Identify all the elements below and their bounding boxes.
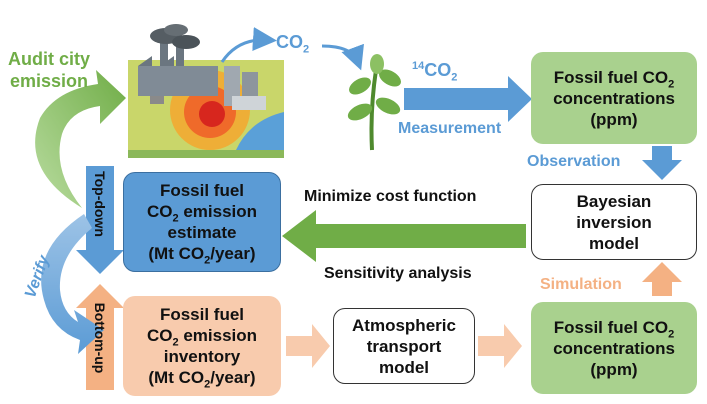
sensitivity-label: Sensitivity analysis xyxy=(324,265,472,282)
obs-line3: (ppm) xyxy=(590,109,638,129)
audit-arrow xyxy=(35,70,127,208)
emission-to-co2-arrow xyxy=(220,27,277,63)
minimize-arrow xyxy=(282,210,526,262)
emission-inventory-box: Fossil fuel CO2 emission inventory (Mt C… xyxy=(123,296,281,396)
bayes-line1: Bayesian xyxy=(576,191,652,211)
tr-line3: model xyxy=(378,357,430,377)
obs-line1: Fossil fuel CO xyxy=(553,67,669,87)
observation-label: Observation xyxy=(527,153,621,170)
city-illustration xyxy=(124,24,284,158)
top-down-label: Top-down xyxy=(92,171,108,237)
measurement-label: Measurement xyxy=(398,120,502,137)
bayesian-model-box: Bayesian inversion model xyxy=(531,184,697,260)
transport-to-simulation-arrow xyxy=(478,324,522,368)
audit-label: Audit city emission xyxy=(8,49,91,91)
inventory-to-transport-arrow xyxy=(286,324,330,368)
inv-line3: inventory xyxy=(163,347,241,366)
simulation-arrow xyxy=(642,262,682,296)
co2-to-plant-arrow xyxy=(321,43,364,71)
transport-model-box: Atmospheric transport model xyxy=(333,308,475,384)
c14-co2-label: 14CO2 xyxy=(412,60,458,84)
tr-line2: transport xyxy=(366,336,442,356)
verify-arrow xyxy=(41,214,104,354)
co2-label: CO2 xyxy=(276,32,310,56)
emission-estimate-box: Fossil fuel CO2 emission estimate (Mt CO… xyxy=(123,172,281,272)
minimize-label: Minimize cost function xyxy=(304,188,477,205)
sim-line1: Fossil fuel CO xyxy=(553,317,669,337)
sim-line2: concentrations xyxy=(553,338,675,358)
simulated-concentrations-box: Fossil fuel CO2 concentrations (ppm) xyxy=(531,302,697,394)
est-line1: Fossil fuel xyxy=(159,181,245,200)
observed-concentrations-box: Fossil fuel CO2 concentrations (ppm) xyxy=(531,52,697,144)
bottom-up-label: Bottom-up xyxy=(92,302,108,374)
observation-arrow xyxy=(642,146,682,180)
plant-icon xyxy=(347,54,401,151)
obs-line2: concentrations xyxy=(553,88,675,108)
bayes-line2: inversion xyxy=(576,212,652,232)
top-down-arrow xyxy=(76,166,124,274)
tr-line1: Atmospheric xyxy=(352,315,456,335)
inv-line1: Fossil fuel xyxy=(159,305,245,324)
measurement-arrow xyxy=(404,76,532,122)
bayes-line3: model xyxy=(588,233,640,253)
est-line3: estimate xyxy=(167,223,237,242)
simulation-label: Simulation xyxy=(540,276,622,293)
sim-line3: (ppm) xyxy=(590,359,638,379)
bottom-up-arrow xyxy=(76,284,124,390)
